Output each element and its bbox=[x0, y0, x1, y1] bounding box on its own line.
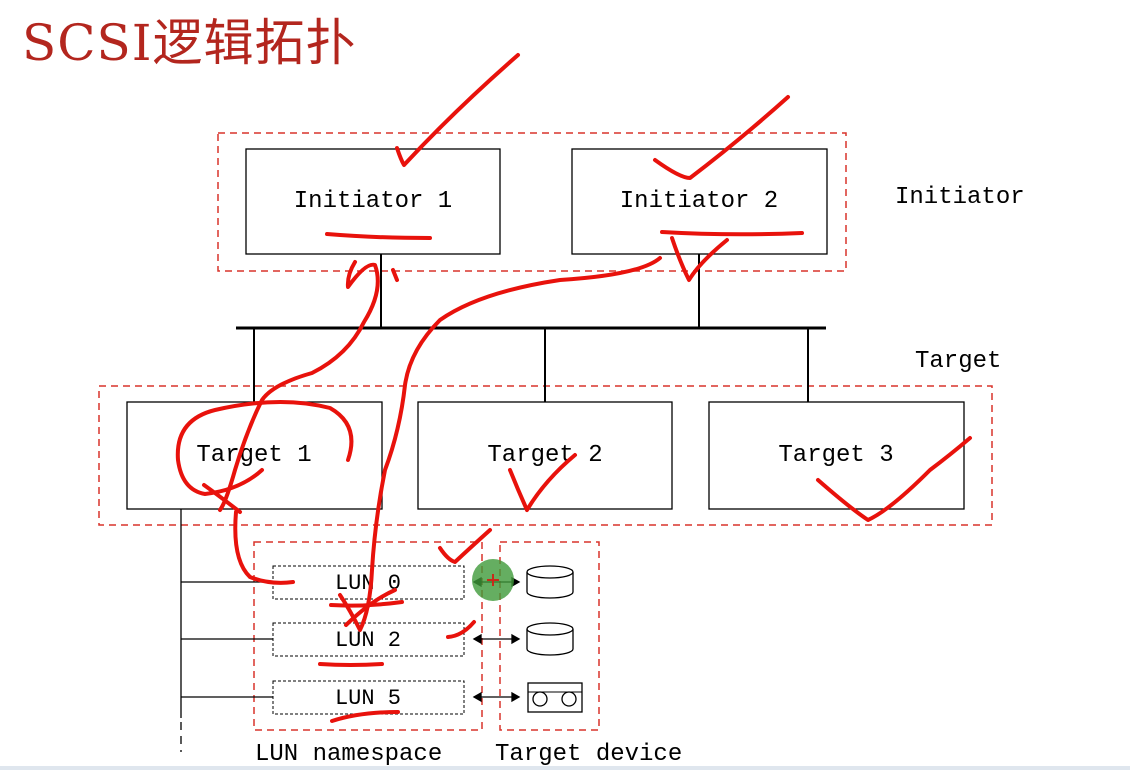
target-device-label: Target device bbox=[495, 741, 682, 768]
initiator-box-2: Initiator 2 bbox=[571, 148, 828, 255]
target-group-label: Target bbox=[915, 348, 1001, 375]
target-box-3: Target 3 bbox=[708, 401, 965, 510]
initiator-label-2: Initiator 2 bbox=[620, 188, 778, 215]
tape-icon bbox=[527, 682, 583, 713]
lun-tree bbox=[180, 509, 273, 752]
disk-icon bbox=[526, 565, 574, 599]
target-label-1: Target 1 bbox=[196, 442, 311, 469]
initiator-label-1: Initiator 1 bbox=[294, 188, 452, 215]
initiator-group-label: Initiator bbox=[895, 184, 1025, 211]
cursor-highlight bbox=[472, 559, 514, 601]
lun-label-5: LUN 5 bbox=[335, 686, 401, 711]
lun-box-5: LUN 5 bbox=[272, 680, 465, 715]
disk-icon bbox=[526, 622, 574, 656]
lun-namespace-label: LUN namespace bbox=[255, 741, 442, 768]
lun-box-2: LUN 2 bbox=[272, 622, 465, 657]
target-label-2: Target 2 bbox=[487, 442, 602, 469]
scsi-bus bbox=[236, 254, 826, 402]
lun-namespace-border bbox=[253, 541, 483, 731]
page-title: SCSI逻辑拓扑 bbox=[22, 14, 357, 72]
lun-label-2: LUN 2 bbox=[335, 628, 401, 653]
annotation-strokes bbox=[175, 53, 972, 723]
initiator-box-1: Initiator 1 bbox=[245, 148, 501, 255]
target-box-2: Target 2 bbox=[417, 401, 673, 510]
slide-bottom-border bbox=[0, 766, 1130, 770]
target-device-border bbox=[499, 541, 600, 731]
target-label-3: Target 3 bbox=[778, 442, 893, 469]
initiator-group-border bbox=[217, 132, 847, 272]
